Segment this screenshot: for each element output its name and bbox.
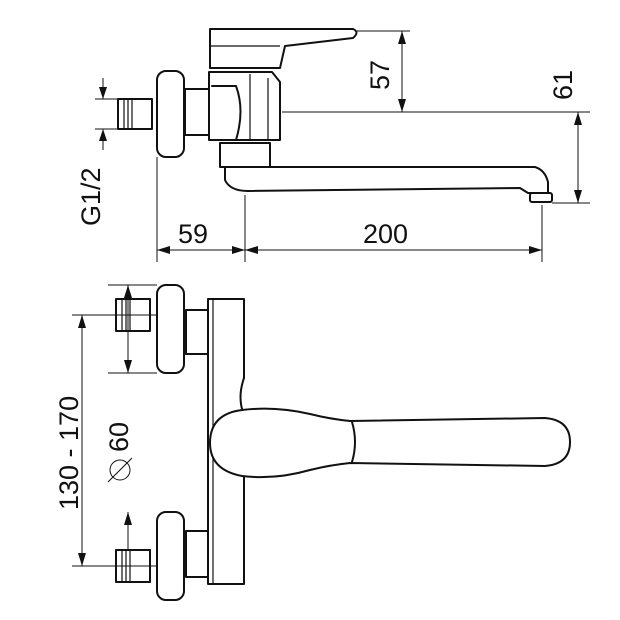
dim-thread: [95, 78, 118, 150]
front-upper-rosette: [156, 284, 185, 374]
dim-connector-depth-label: 59: [178, 219, 208, 249]
side-rosette: [156, 70, 185, 158]
dim-rosette-diameter-label: 60: [104, 422, 134, 452]
side-nut: [184, 88, 210, 136]
side-body: [208, 71, 281, 141]
dim-lever-height: [282, 30, 410, 113]
side-aerator: [529, 192, 553, 203]
front-lower-nut: [185, 530, 209, 578]
dim-spout-height: [410, 111, 590, 204]
front-lower-rosette: [156, 511, 185, 601]
dim-spout-reach-label: 200: [363, 219, 408, 249]
dim-lever-height-label: 57: [365, 60, 395, 90]
dim-thread-label: G1/2: [76, 167, 106, 226]
diameter-icon: [107, 457, 133, 483]
dim-connector-depth: [156, 157, 246, 262]
side-view: 57 61 G1/2 59: [76, 28, 590, 262]
dim-spacing-label: 130 - 170: [54, 396, 84, 510]
dim-spout-reach: [245, 205, 543, 262]
side-connector: [117, 98, 153, 130]
dim-spacing: [72, 314, 157, 567]
dim-rosette-diameter: [108, 284, 157, 550]
front-upper-nut: [185, 309, 209, 355]
front-lever: [209, 407, 571, 479]
front-view: 130 - 170 60: [54, 284, 571, 601]
side-spout: [224, 166, 549, 194]
dim-spout-height-label: 61: [548, 70, 578, 100]
side-lever-handle: [209, 28, 358, 69]
side-spout-collar: [219, 142, 271, 168]
